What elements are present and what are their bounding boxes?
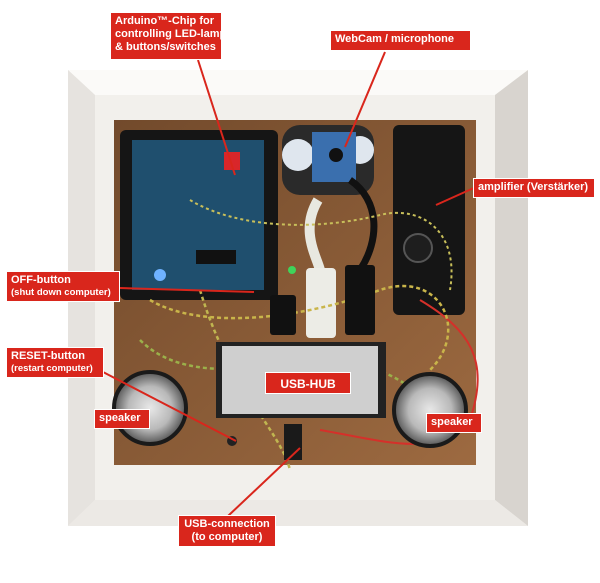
label-reset-button: RESET-button (restart computer) (6, 347, 104, 378)
usb-plug-white (306, 268, 336, 338)
arduino-board (132, 140, 264, 290)
leader-off-button (119, 287, 255, 293)
wire-yellow-green-1 (149, 284, 450, 371)
power-connector (270, 295, 296, 335)
arduino-chip (196, 250, 236, 264)
label-arduino-line3: & buttons/switches (115, 41, 216, 53)
amplifier-box (393, 125, 465, 315)
label-speaker-left: speaker (94, 409, 150, 429)
leader-webcam (344, 51, 386, 148)
black-connector-right (345, 265, 375, 335)
label-usb-connection: USB-connection (to computer) (178, 515, 276, 547)
speaker-left-ring (112, 370, 188, 446)
label-usb-hub: USB-HUB (265, 372, 351, 394)
green-led (288, 266, 296, 274)
label-usb-connection-line2: (to computer) (191, 531, 263, 543)
webcam-lens (329, 148, 343, 162)
leader-reset-button (102, 371, 237, 442)
label-webcam: WebCam / microphone (330, 30, 471, 51)
wire-yellow-green-4 (198, 289, 292, 471)
label-amplifier: amplifier (Verstärker) (473, 178, 595, 198)
frame-right-bevel (495, 70, 528, 526)
label-speaker-right: speaker (426, 413, 482, 433)
leader-usb-connection (227, 447, 301, 517)
webcam-left-disc (282, 139, 314, 171)
label-off-button: OFF-button (shut down computer) (6, 271, 120, 302)
leader-arduino (197, 59, 236, 176)
amplifier-knob (403, 233, 433, 263)
frame-top-bevel (68, 70, 528, 95)
speaker-right-ring (392, 372, 468, 448)
frame-bottom-bevel (68, 500, 528, 526)
label-arduino-line2: controlling LED-lamps (115, 28, 233, 40)
blue-led (154, 269, 166, 281)
label-reset-button-title: RESET-button (11, 350, 85, 362)
label-usb-connection-line1: USB-connection (184, 518, 270, 530)
label-arduino: Arduino™-Chip for controlling LED-lamps … (110, 12, 232, 60)
leader-amplifier (435, 186, 477, 206)
label-off-button-sub: (shut down computer) (11, 287, 111, 298)
label-off-button-title: OFF-button (11, 274, 71, 286)
label-arduino-line1: Arduino™-Chip for (115, 15, 214, 27)
label-reset-button-sub: (restart computer) (11, 363, 93, 374)
wire-yellow-green-3 (189, 199, 453, 291)
